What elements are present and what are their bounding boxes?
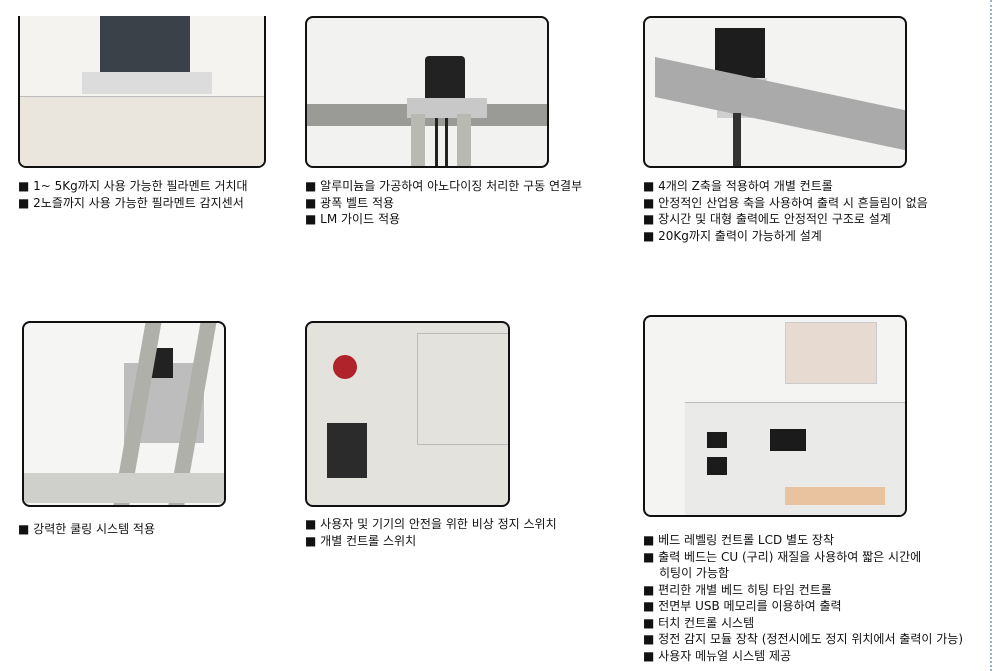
feature-list-1: 1~ 5Kg까지 사용 가능한 필라멘트 거치대 2노즐까지 사용 가능한 필라…	[18, 178, 248, 212]
feature-item: 4개의 Z축을 적용하여 개별 컨트롤	[643, 178, 928, 195]
feature-item: 사용자 및 기기의 안전을 위한 비상 정지 스위치	[305, 516, 556, 533]
feature-list-5: 사용자 및 기기의 안전을 위한 비상 정지 스위치 개별 컨트롤 스위치	[305, 516, 557, 550]
feature-item: 사용자 메뉴얼 시스템 제공	[643, 648, 963, 665]
feature-list-2: 알루미늄을 가공하여 아노다이징 처리한 구동 연결부 광폭 벨트 적용 LM …	[305, 178, 582, 228]
emergency-switch-image	[305, 321, 510, 507]
drive-connector-image	[305, 16, 549, 168]
feature-list-4: 강력한 쿨링 시스템 적용	[18, 521, 155, 538]
bed-control-image	[643, 315, 907, 517]
feature-item: 1~ 5Kg까지 사용 가능한 필라멘트 거치대	[18, 178, 247, 195]
page-edge-divider	[990, 0, 992, 671]
feature-item: 광폭 벨트 적용	[305, 195, 582, 212]
feature-item: 알루미늄을 가공하여 아노다이징 처리한 구동 연결부	[305, 178, 582, 195]
feature-item: 안정적인 산업용 축을 사용하여 출력 시 흔들림이 없음	[643, 195, 928, 212]
feature-item: 20Kg까지 출력이 가능하게 설계	[643, 228, 928, 245]
feature-item: 장시간 및 대형 출력에도 안정적인 구조로 설계	[643, 211, 928, 228]
filament-holder-image	[18, 16, 266, 168]
feature-item: 강력한 쿨링 시스템 적용	[18, 521, 155, 538]
feature-item-continued: 히팅이 가능함	[659, 566, 730, 580]
feature-item: 정전 감지 모듈 장착 (정전시에도 정지 위치에서 출력이 가능)	[643, 631, 963, 648]
feature-item: 전면부 USB 메모리를 이용하여 출력	[643, 598, 963, 615]
feature-item: 출력 베드는 CU (구리) 재질을 사용하여 짧은 시간에	[643, 549, 963, 566]
feature-item: 개별 컨트롤 스위치	[305, 533, 557, 550]
cooling-system-image	[22, 321, 226, 507]
z-axis-image	[643, 16, 907, 168]
feature-list-3: 4개의 Z축을 적용하여 개별 컨트롤 안정적인 산업용 축을 사용하여 출력 …	[643, 178, 928, 244]
feature-item: 터치 컨트롤 시스템	[643, 615, 963, 632]
feature-item: 베드 레벨링 컨트롤 LCD 별도 장착	[643, 532, 963, 549]
feature-item: LM 가이드 적용	[305, 211, 582, 228]
feature-list-6: 베드 레벨링 컨트롤 LCD 별도 장착 출력 베드는 CU (구리) 재질을 …	[643, 532, 963, 664]
emergency-stop-button-icon	[333, 355, 357, 379]
feature-item: 편리한 개별 베드 히팅 타임 컨트롤	[643, 582, 963, 599]
feature-item: 2노즐까지 사용 가능한 필라멘트 감지센서	[18, 195, 248, 212]
